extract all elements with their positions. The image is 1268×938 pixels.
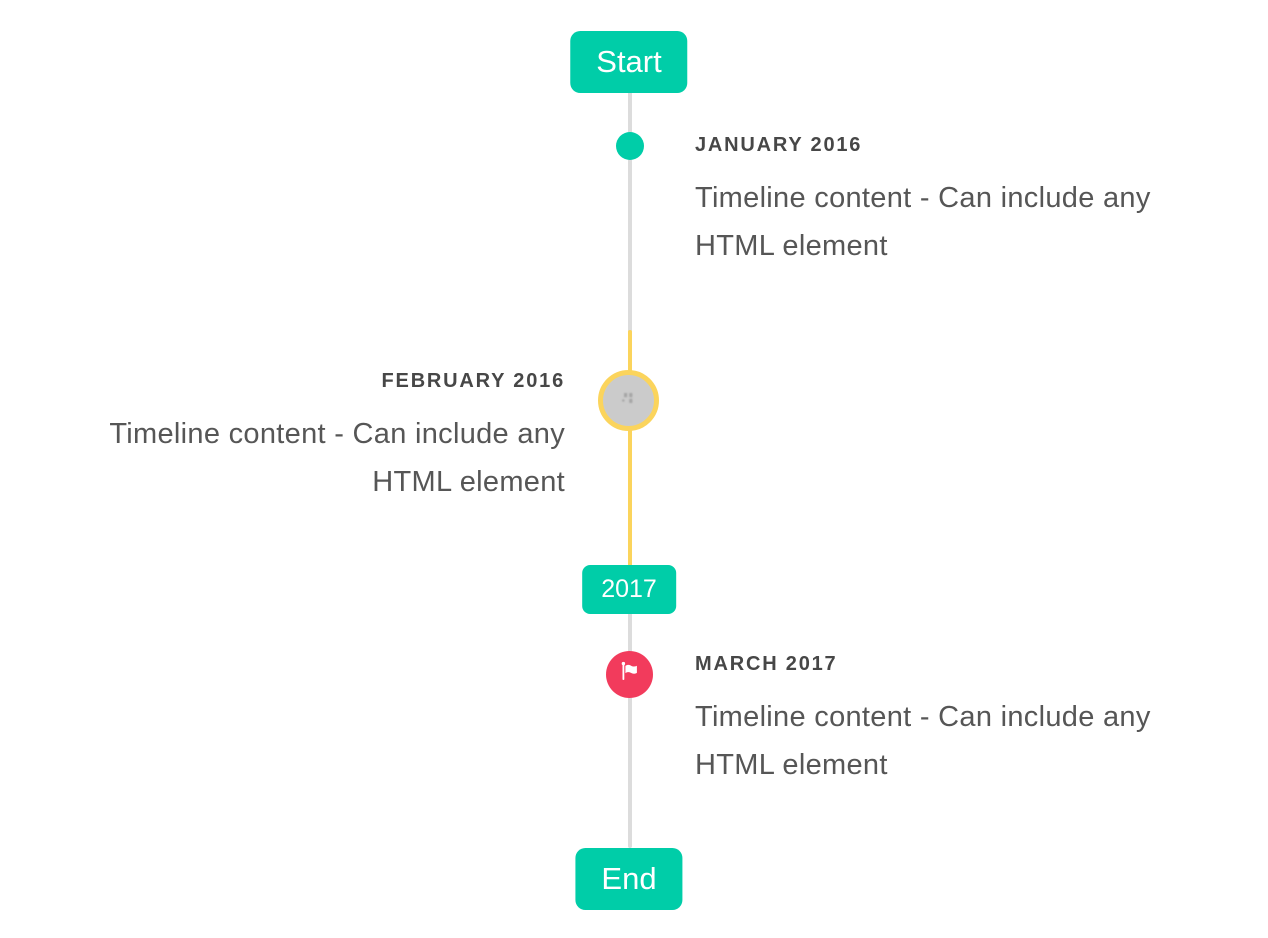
year-badge-2017: 2017 [582, 565, 676, 614]
timeline-line-highlight [628, 330, 632, 567]
timeline-item-march-2017: MARCH 2017 Timeline content - Can includ… [695, 653, 1235, 789]
flag-icon [618, 660, 642, 689]
item-content: Timeline content - Can include any HTML … [109, 418, 565, 498]
timeline-item-february-2016: FEBRUARY 2016 Timeline content - Can inc… [25, 370, 565, 506]
item-content: Timeline content - Can include any HTML … [695, 701, 1151, 781]
timeline-dot-marker [616, 132, 644, 160]
timeline-item-january-2016: JANUARY 2016 Timeline content - Can incl… [695, 134, 1235, 270]
start-badge: Start [570, 31, 688, 93]
broken-image-icon [621, 392, 636, 410]
timeline-flag-marker [606, 651, 653, 698]
end-badge: End [575, 848, 683, 910]
item-date-label: FEBRUARY 2016 [381, 370, 565, 392]
item-date-label: JANUARY 2016 [695, 134, 863, 156]
item-date-label: MARCH 2017 [695, 653, 838, 675]
item-content: Timeline content - Can include any HTML … [695, 182, 1151, 262]
timeline-image-marker [598, 370, 659, 431]
